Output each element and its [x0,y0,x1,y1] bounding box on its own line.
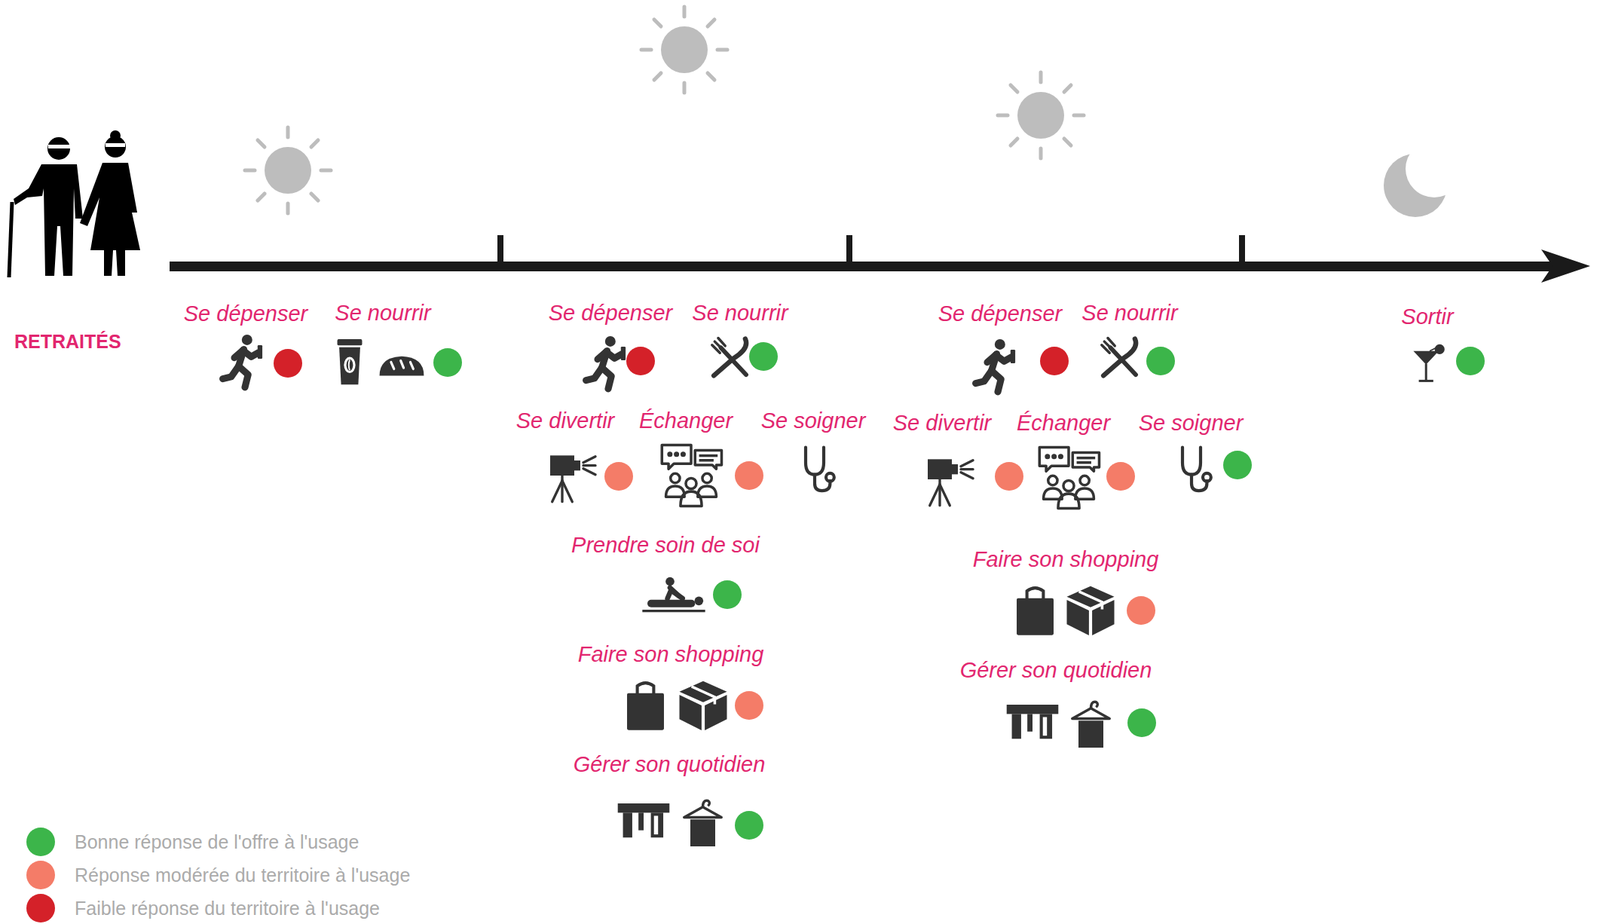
activity-label: Prendre soin de soi [571,533,760,558]
sun-icon [997,72,1084,159]
health-icon [1182,447,1212,492]
activity-label: Gérer son quotidien [573,752,766,778]
activity-label: Se dépenser [183,302,308,327]
parcel-icon [679,681,728,731]
activity-label: Se divertir [516,409,615,434]
activity-label: Se soigner [1138,411,1244,436]
shopping-bag-icon [1016,587,1054,636]
persona-label: RETRAITÉS [14,330,122,353]
activity-label: Se dépenser [938,302,1062,327]
activity-label: Faire son shopping [578,642,765,667]
activity-label: Se soigner [761,409,866,434]
parcel-icon [1067,586,1115,636]
status-dots [273,342,1485,840]
selfcare-icon [642,577,705,612]
coffee-icon [337,339,363,385]
activity-label: Se dépenser [548,301,673,326]
activity-label: Gérer son quotidien [960,658,1153,683]
cocktail-icon [1413,344,1444,382]
exercise-icon [586,336,627,389]
hanger-icon [684,800,722,847]
exchange-icon [661,445,722,507]
sun-icon [244,127,331,214]
daily-icon [617,803,670,838]
activity-label: Échanger [1016,411,1111,436]
meal-icon [712,337,747,376]
legend-text: Bonne réponse de l'offre à l'usage [74,831,359,854]
activity-label: Sortir [1401,305,1454,330]
entertainment-icon [550,455,596,502]
legend-swatch [26,893,56,923]
moon-icon [1383,140,1463,218]
exercise-icon [975,339,1016,392]
exchange-icon [1039,447,1099,509]
activity-label: Se nourrir [1081,301,1178,326]
activity-label: Se divertir [893,411,992,436]
legend-text: Faible réponse du territoire à l'usage [74,897,380,920]
bread-icon [379,356,425,377]
entertainment-icon [927,458,973,505]
shopping-bag-icon [627,682,664,731]
activity-label: Échanger [639,409,733,434]
timeline-axis [169,235,1591,283]
activity-label: Se nourrir [691,301,788,326]
activity-label: Faire son shopping [972,547,1160,573]
meal-icon [1101,337,1136,376]
legend-swatch [26,827,56,857]
exercise-icon [223,334,264,388]
legend-swatch [26,860,56,890]
sun-icon [641,6,728,93]
legend-text: Réponse modérée du territoire à l'usage [74,864,410,887]
daily-icon [1006,704,1059,739]
activity-label: Se nourrir [334,301,431,326]
retiree-couple [9,130,141,278]
health-icon [805,447,835,492]
hanger-icon [1072,701,1111,748]
